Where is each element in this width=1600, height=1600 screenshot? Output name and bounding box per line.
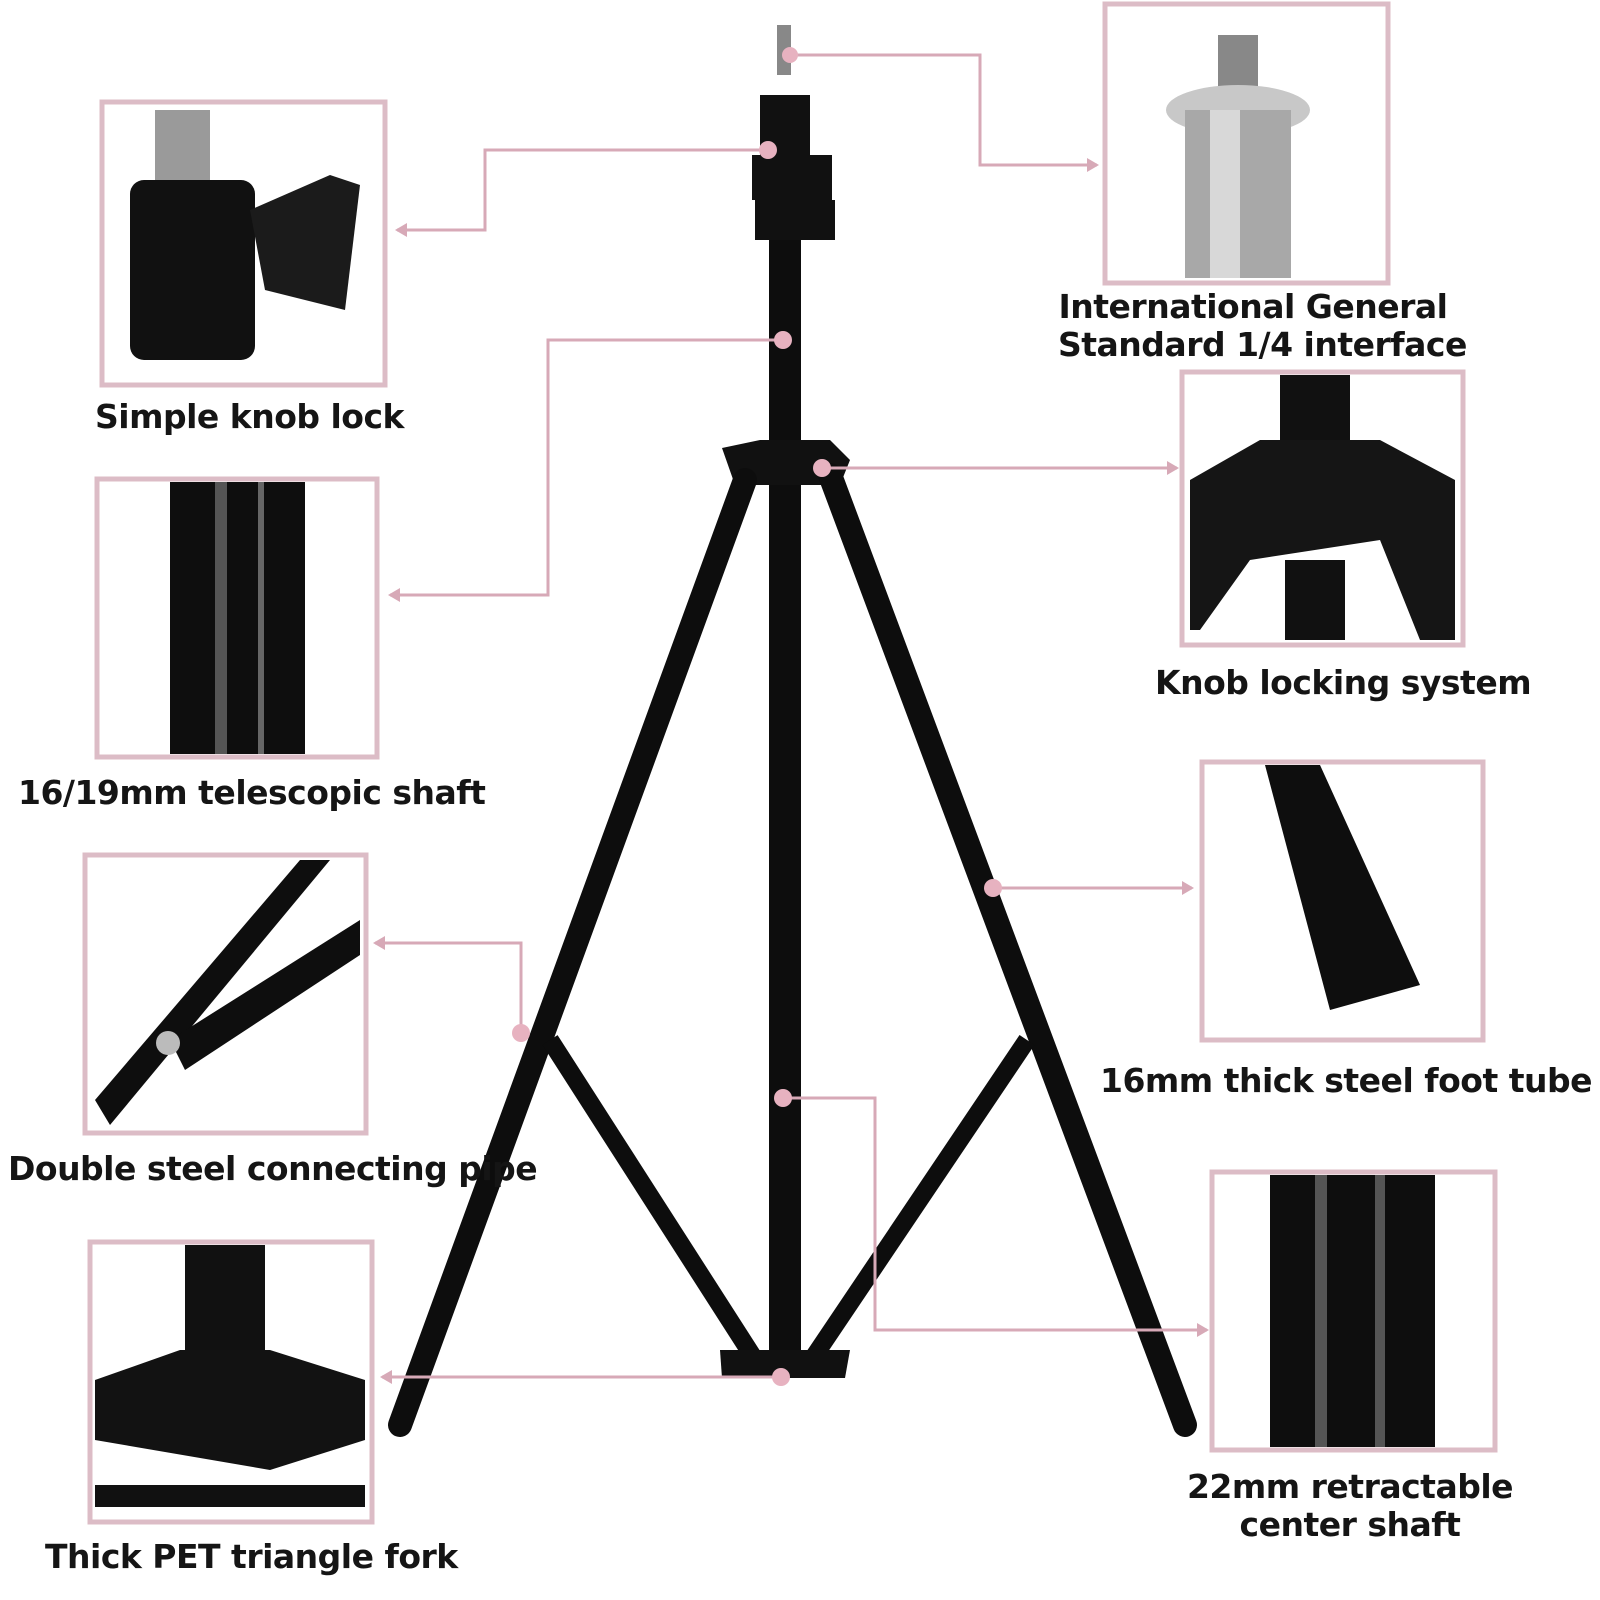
detail-box-triangle-fork xyxy=(87,1239,375,1525)
label-foot-tube: 16mm thick steel foot tube xyxy=(1100,1061,1592,1100)
detail-box-knob-lock xyxy=(99,99,388,388)
label-interface: International General Standard 1/4 inter… xyxy=(1058,287,1467,364)
detail-box-connecting-pipe xyxy=(82,852,369,1136)
label-telescopic-shaft: 16/19mm telescopic shaft xyxy=(18,773,486,812)
label-interface-line1: International General xyxy=(1058,287,1448,326)
label-interface-line2: Standard 1/4 interface xyxy=(1058,325,1467,364)
callout-dots xyxy=(512,47,1002,1386)
callout-lines xyxy=(373,53,1209,1384)
tripod-illustration xyxy=(388,25,1197,1437)
label-center-shaft-line2: center shaft xyxy=(1239,1505,1461,1544)
detail-box-center-shaft xyxy=(1209,1169,1498,1453)
detail-box-knob-locking-system xyxy=(1179,369,1466,648)
detail-box-telescopic-shaft xyxy=(94,476,380,760)
detail-box-foot-tube xyxy=(1199,759,1486,1043)
label-knob-locking-system: Knob locking system xyxy=(1155,663,1532,702)
label-triangle-fork: Thick PET triangle fork xyxy=(45,1537,458,1576)
label-center-shaft-line1: 22mm retractable xyxy=(1186,1467,1514,1506)
label-connecting-pipe: Double steel connecting pipe xyxy=(8,1149,538,1188)
detail-box-interface xyxy=(1102,1,1391,286)
label-knob-lock: Simple knob lock xyxy=(95,397,404,436)
label-center-shaft: 22mm retractable center shaft xyxy=(1180,1468,1520,1544)
